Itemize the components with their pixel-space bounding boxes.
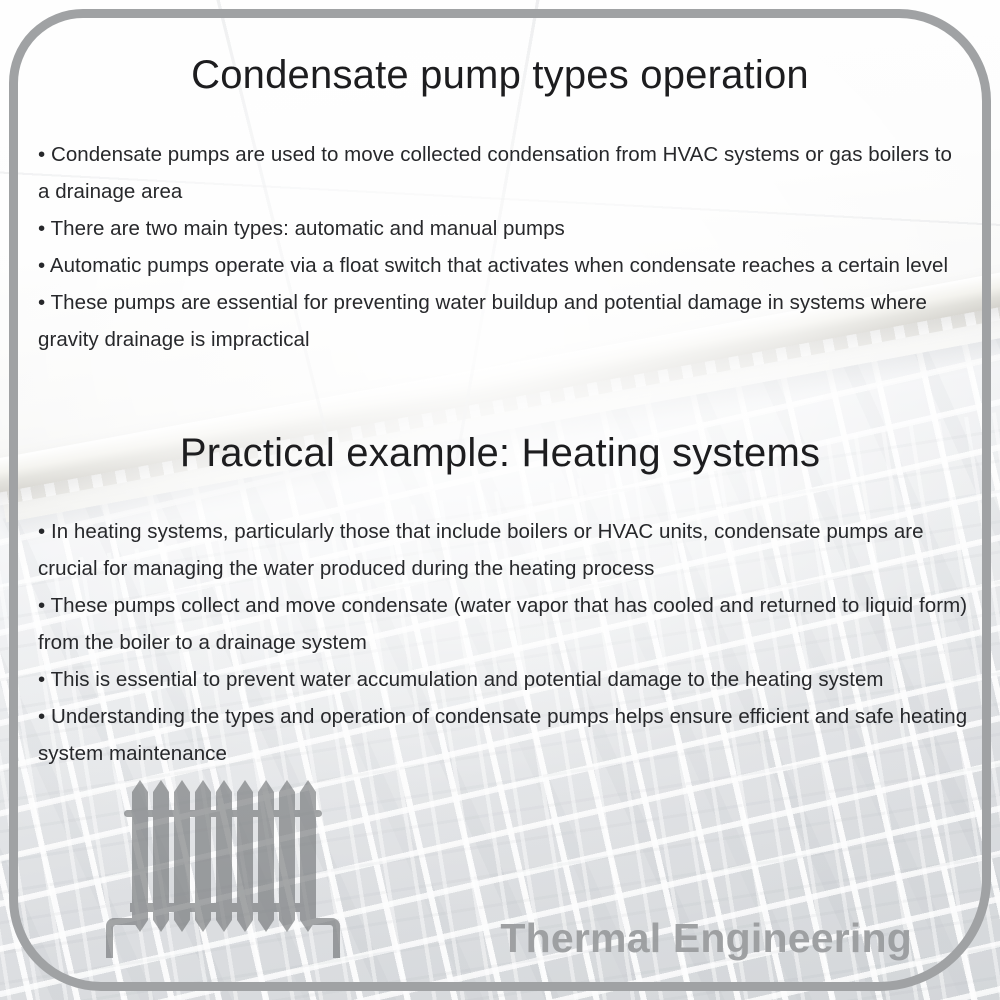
bullet-item: • Condensate pumps are used to move coll… xyxy=(38,143,952,203)
bullet-item: • These pumps collect and move condensat… xyxy=(38,594,968,654)
bullet-list-primary: • Condensate pumps are used to move coll… xyxy=(38,136,968,358)
radiator-icon xyxy=(106,780,340,958)
bullet-item: • In heating systems, particularly those… xyxy=(38,520,924,580)
bullet-item: • These pumps are essential for preventi… xyxy=(38,291,927,351)
bullet-item: • This is essential to prevent water acc… xyxy=(38,668,884,691)
page-title: Condensate pump types operation xyxy=(191,53,809,97)
bullet-list-secondary: • In heating systems, particularly those… xyxy=(38,513,968,772)
bullet-item: • Understanding the types and operation … xyxy=(38,705,968,765)
brand-watermark: Thermal Engineering xyxy=(500,915,912,961)
section-heading-practical-example: Practical example: Heating systems xyxy=(179,431,821,475)
bullet-item: • There are two main types: automatic an… xyxy=(38,217,565,240)
bullet-item: • Automatic pumps operate via a float sw… xyxy=(38,254,949,277)
